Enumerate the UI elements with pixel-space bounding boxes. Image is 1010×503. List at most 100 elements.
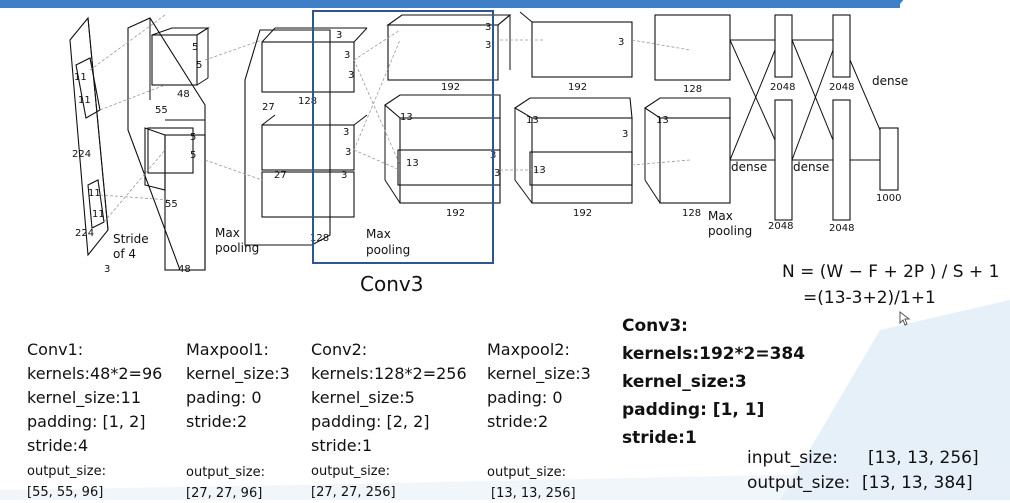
conv2-output-value: [27, 27, 256] bbox=[311, 485, 396, 500]
top-accent-bar bbox=[0, 0, 900, 8]
label: 48 bbox=[177, 89, 190, 100]
label: 192 bbox=[441, 82, 460, 93]
label: 48 bbox=[178, 264, 191, 275]
maxpool2-output-label: output_size: bbox=[487, 465, 566, 480]
conv1-volume-bottom bbox=[144, 119, 206, 271]
conv5-volumes bbox=[644, 14, 731, 204]
cursor-icon bbox=[899, 311, 911, 326]
conv2-volume-top bbox=[244, 27, 368, 246]
label: 5 bbox=[192, 42, 198, 53]
input-size-label: input_size: bbox=[747, 448, 838, 468]
label: 3 bbox=[104, 264, 110, 275]
label: 27 bbox=[274, 170, 287, 181]
conv2-kernels: kernels:128*2=256 bbox=[311, 364, 467, 383]
label: pooling bbox=[366, 243, 410, 257]
connection-lines bbox=[89, 14, 691, 223]
label: 3 bbox=[348, 70, 354, 81]
label: 1000 bbox=[876, 193, 901, 204]
label: 128 bbox=[298, 96, 317, 107]
label: Max bbox=[366, 227, 391, 241]
fc-layers bbox=[729, 14, 899, 221]
label: 3 bbox=[622, 129, 628, 140]
maxpool1-stride: stride:2 bbox=[186, 412, 248, 431]
label: 2048 bbox=[829, 82, 854, 93]
conv3-title: Conv3: bbox=[622, 316, 688, 336]
maxpool2-kernel-size: kernel_size:3 bbox=[487, 364, 591, 383]
label: 11 bbox=[92, 209, 105, 220]
conv3-stride: stride:1 bbox=[622, 428, 697, 448]
label: 3 bbox=[341, 170, 347, 181]
label: 192 bbox=[573, 208, 592, 219]
label: 11 bbox=[88, 188, 101, 199]
conv2-stride: stride:1 bbox=[311, 436, 373, 455]
highlight-caption: Conv3 bbox=[360, 272, 424, 296]
maxpool1-title: Maxpool1: bbox=[186, 340, 269, 359]
label: 2048 bbox=[770, 82, 795, 93]
label: 13 bbox=[406, 158, 419, 169]
conv1-output-value: [55, 55, 96] bbox=[27, 485, 104, 500]
conv2-volume-bottom bbox=[261, 114, 368, 218]
label: 224 bbox=[72, 149, 91, 160]
label: 2048 bbox=[829, 223, 854, 234]
label: 5 bbox=[196, 60, 202, 71]
label: 3 bbox=[485, 40, 491, 51]
label: 2048 bbox=[768, 221, 793, 232]
maxpool1-padding: pading: 0 bbox=[186, 388, 262, 407]
label: 13 bbox=[400, 112, 413, 123]
maxpool2-column: Maxpool2: kernel_size:3 pading: 0 stride… bbox=[487, 338, 591, 503]
formula-line-1: N = (W − F + 2P ) / S + 1 bbox=[782, 262, 1000, 282]
label: 13 bbox=[656, 115, 669, 126]
label: 128 bbox=[682, 208, 701, 219]
label: 3 bbox=[494, 168, 500, 179]
conv2-padding: padding: [2, 2] bbox=[311, 412, 430, 431]
label: Max bbox=[215, 226, 240, 240]
conv3-highlight-box bbox=[312, 10, 494, 264]
label: 5 bbox=[190, 132, 196, 143]
conv2-column: Conv2: kernels:128*2=256 kernel_size:5 p… bbox=[311, 338, 467, 502]
conv3-kernels: kernels:192*2=384 bbox=[622, 344, 806, 364]
conv1-padding: padding: [1, 2] bbox=[27, 412, 146, 431]
conv3-kernel-size: kernel_size:3 bbox=[622, 372, 747, 392]
diagram-labels: 11 11 224 224 11 11 3 Stride of 4 5 5 5 … bbox=[72, 22, 908, 275]
label: 3 bbox=[618, 37, 624, 48]
conv1-stride: stride:4 bbox=[27, 436, 89, 455]
conv1-column: Conv1: kernels:48*2=96 kernel_size:11 pa… bbox=[27, 338, 162, 502]
conv3-padding: padding: [1, 1] bbox=[622, 400, 765, 420]
label: dense bbox=[731, 160, 767, 174]
conv1-kernels: kernels:48*2=96 bbox=[27, 364, 163, 383]
maxpool2-output-value: [13, 13, 256] bbox=[491, 486, 576, 501]
maxpool2-padding: pading: 0 bbox=[487, 388, 563, 407]
label: 11 bbox=[74, 72, 87, 83]
maxpool2-stride: stride:2 bbox=[487, 412, 549, 431]
label: 11 bbox=[78, 95, 91, 106]
conv4-volumes bbox=[513, 11, 633, 204]
label: 13 bbox=[533, 165, 546, 176]
label: 55 bbox=[165, 199, 178, 210]
label: 3 bbox=[345, 147, 351, 158]
label: 224 bbox=[75, 228, 94, 239]
label: 3 bbox=[344, 50, 350, 61]
alexnet-architecture-diagram: 11 11 224 224 11 11 3 Stride of 4 5 5 5 … bbox=[69, 10, 908, 275]
conv3-column: Conv3: kernels:192*2=384 kernel_size:3 p… bbox=[622, 312, 805, 452]
label: Stride bbox=[113, 232, 149, 246]
label: Max bbox=[708, 209, 733, 223]
conv2-kernel-size: kernel_size:5 bbox=[311, 388, 415, 407]
label: 55 bbox=[155, 105, 168, 116]
label: 192 bbox=[568, 82, 587, 93]
formula-line-2: =(13-3+2)/1+1 bbox=[803, 288, 936, 308]
label: 3 bbox=[485, 22, 491, 33]
maxpool2-title: Maxpool2: bbox=[487, 340, 570, 359]
input-size-value: [13, 13, 256] bbox=[868, 448, 979, 468]
label: 5 bbox=[190, 150, 196, 161]
maxpool1-column: Maxpool1: kernel_size:3 pading: 0 stride… bbox=[186, 338, 290, 503]
output-size-value: [13, 13, 384] bbox=[862, 473, 973, 493]
conv1-volume-top bbox=[127, 17, 210, 271]
conv2-title: Conv2: bbox=[311, 340, 368, 359]
output-size-label: output_size: bbox=[747, 473, 851, 493]
maxpool1-output-label: output_size: bbox=[186, 465, 265, 480]
label: 3 bbox=[336, 30, 342, 41]
label: 192 bbox=[446, 208, 465, 219]
conv3-volume-top bbox=[386, 14, 512, 81]
